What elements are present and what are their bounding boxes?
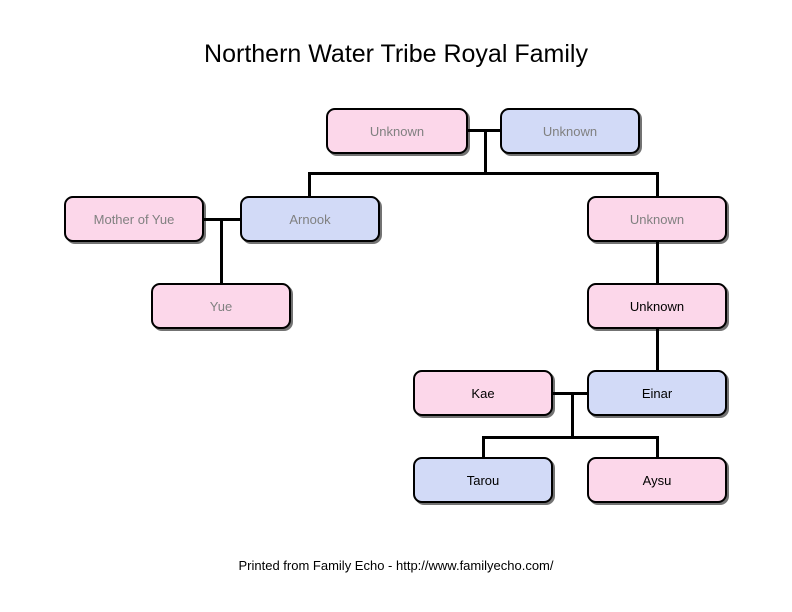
person-box-gen1-wife[interactable]: Unknown: [326, 108, 468, 154]
connector-einar-sibling-stub-aysu: [656, 436, 659, 459]
connector-einar-marriage-bar: [551, 392, 589, 395]
connector-gen1-sibling-stub-arnook: [308, 172, 311, 198]
person-name-label: Yue: [209, 298, 233, 314]
person-box-tarou[interactable]: Tarou: [413, 457, 553, 503]
person-name-label: Tarou: [466, 472, 500, 488]
footer-attribution: Printed from Family Echo - http://www.fa…: [238, 558, 554, 573]
person-name-label: Kae: [471, 385, 495, 401]
person-box-einar[interactable]: Einar: [587, 370, 727, 416]
person-name-label: Unknown: [542, 123, 598, 139]
person-name-label: Aysu: [642, 472, 672, 488]
person-box-gen1-husband[interactable]: Unknown: [500, 108, 640, 154]
page-title: Northern Water Tribe Royal Family: [204, 40, 588, 68]
connector-arnook-descent-drop: [220, 218, 223, 284]
person-name-label: Mother of Yue: [93, 211, 175, 227]
person-box-yue[interactable]: Yue: [151, 283, 291, 329]
person-box-gen2-daughter[interactable]: Unknown: [587, 196, 727, 242]
person-name-label: Unknown: [629, 211, 685, 227]
person-box-arnook[interactable]: Arnook: [240, 196, 380, 242]
connector-gen1-descent-drop: [484, 129, 487, 174]
connector-einar-descent-drop: [571, 392, 574, 438]
person-box-kae[interactable]: Kae: [413, 370, 553, 416]
connector-einar-sibling-stub-tarou: [482, 436, 485, 459]
person-name-label: Arnook: [289, 211, 331, 227]
connector-einar-sibling-bar: [482, 436, 658, 439]
connector-gen3-to-einar-drop: [656, 327, 659, 372]
person-box-mother-of-yue[interactable]: Mother of Yue: [64, 196, 204, 242]
person-name-label: Einar: [641, 385, 673, 401]
connector-gen1-sibling-bar: [308, 172, 659, 175]
person-box-aysu[interactable]: Aysu: [587, 457, 727, 503]
connector-gen1-sibling-stub-daughter: [656, 172, 659, 198]
person-box-gen3-unknown[interactable]: Unknown: [587, 283, 727, 329]
connector-gen2-to-gen3-drop: [656, 240, 659, 285]
person-name-label: Unknown: [369, 123, 425, 139]
person-name-label: Unknown: [629, 298, 685, 314]
